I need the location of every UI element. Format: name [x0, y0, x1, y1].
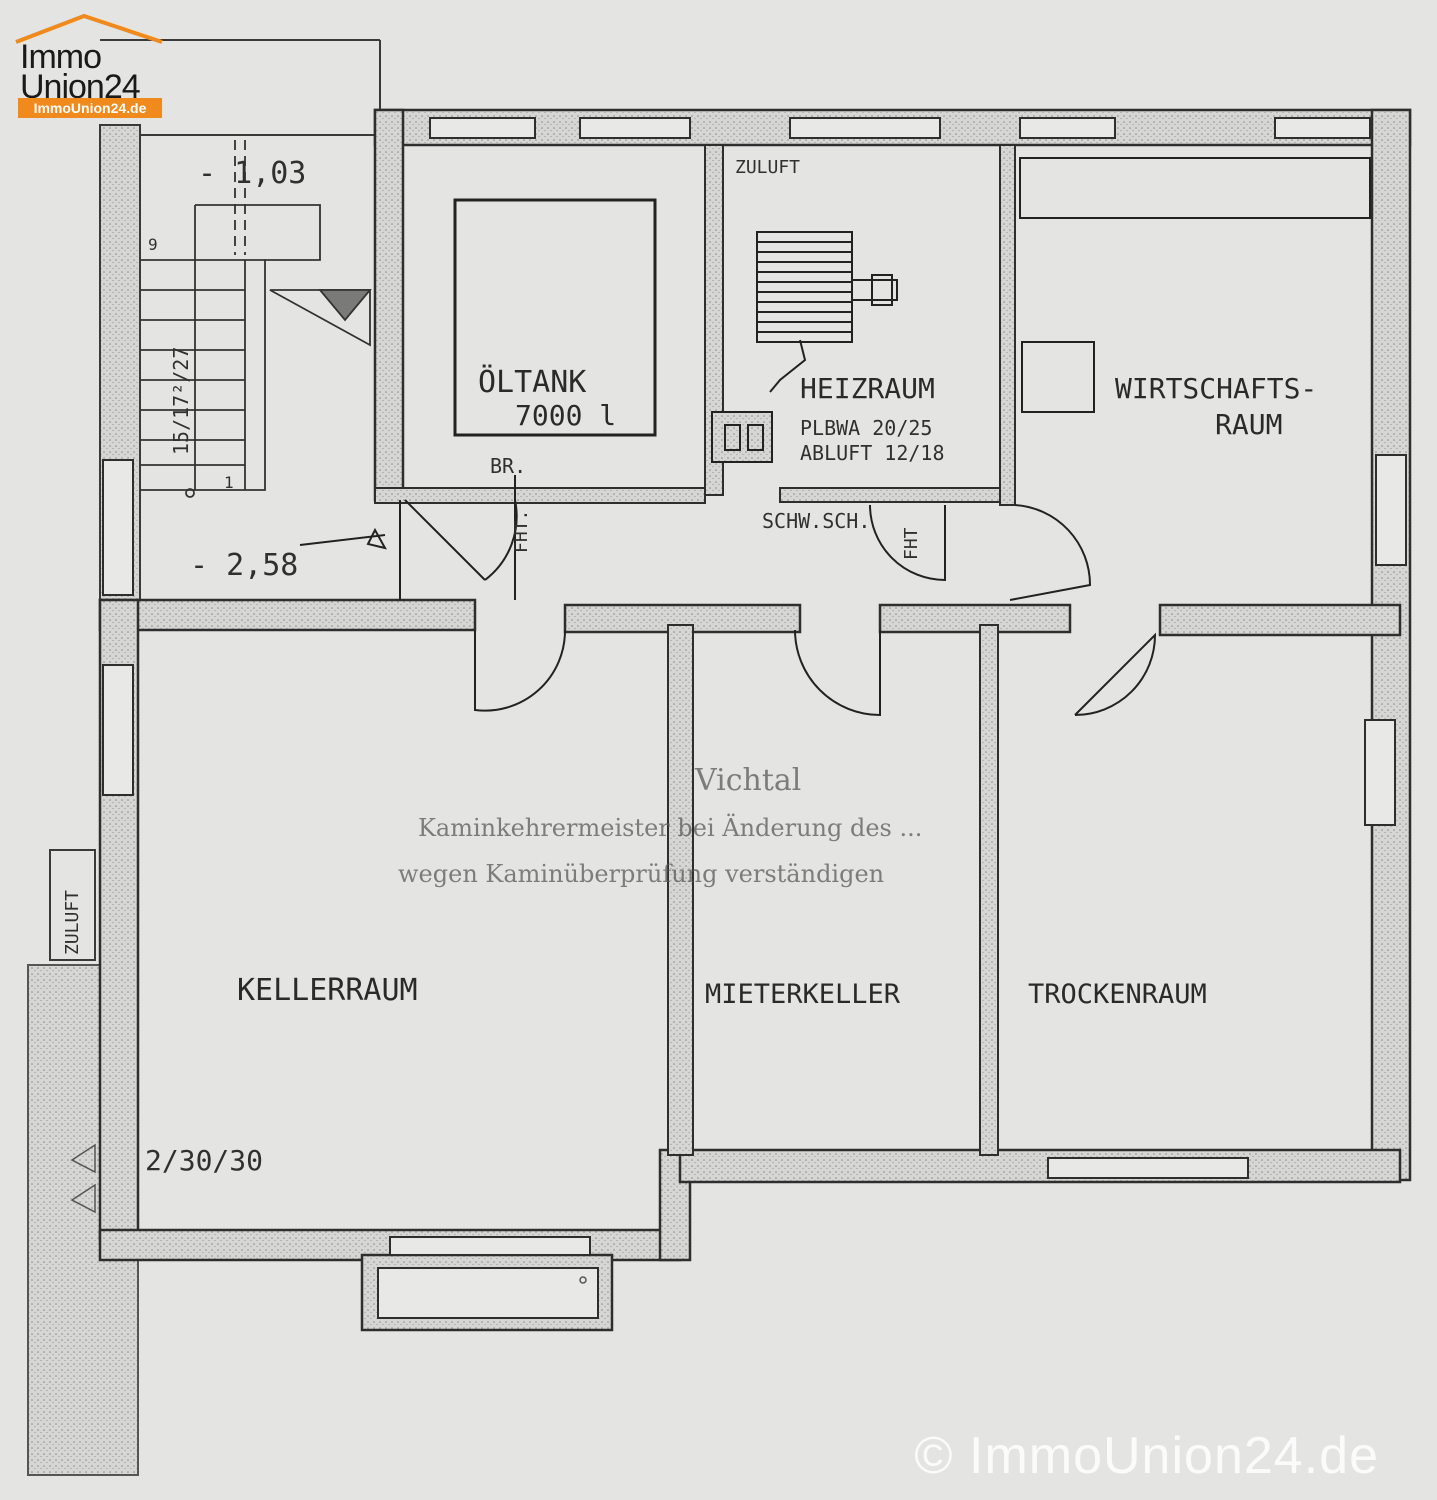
fht-label-1: FHT.: [511, 510, 532, 553]
doors: [299, 475, 1157, 717]
staircase: [140, 140, 372, 498]
room-label-kellerraum: KELLERRAUM: [237, 973, 418, 1008]
keller-dimension: 2/30/30: [145, 1144, 263, 1177]
oil-tank: [453, 198, 657, 437]
stamp-line-2: Kaminkehrermeister bei Änderung des ...: [418, 813, 922, 842]
level-top: - 1,03: [198, 156, 306, 191]
stair-spec: 15/17²/27: [169, 347, 193, 455]
oeltank-volume: 7000 l: [515, 399, 616, 432]
stamp-line-1: Vichtal: [694, 763, 801, 798]
room-label-oeltank: ÖLTANK: [478, 364, 586, 400]
logo-wordmark: Immo Union24: [20, 40, 141, 104]
br-label: BR.: [490, 454, 526, 478]
zuluft-top-label: ZULUFT: [735, 157, 800, 178]
interior-walls: [374, 144, 1016, 1156]
stair-number-bottom: 1: [224, 473, 234, 492]
room-label-wirtschaftsraum-1: WIRTSCHAFTS-: [1115, 372, 1317, 405]
windows: [102, 117, 1407, 1319]
stamp-line-3: wegen Kaminüberprüfung verständigen: [398, 860, 884, 888]
exterior-marks: [70, 1143, 587, 1284]
logo-url: ImmoUnion24.de: [18, 98, 162, 118]
room-label-trockenraum: TROCKENRAUM: [1028, 979, 1207, 1010]
boiler: [711, 231, 898, 463]
watermark: © ImmoUnion24.de: [914, 1427, 1379, 1485]
stair-number-top: 9: [148, 235, 158, 254]
logo-line-1: Immo: [20, 38, 102, 76]
room-label-heizraum: HEIZRAUM: [800, 372, 935, 405]
heizraum-note-2: ABLUFT 12/18: [800, 441, 945, 465]
utility-fixtures: [1019, 157, 1371, 413]
immounion24-logo: Immo Union24 ImmoUnion24.de: [14, 12, 164, 124]
room-label-wirtschaftsraum-2: RAUM: [1215, 408, 1282, 441]
level-bottom: - 2,58: [190, 548, 298, 583]
house-roof-icon: [15, 13, 163, 44]
heizraum-note-1: PLBWA 20/25: [800, 416, 932, 440]
fht-label-2: FHT: [901, 527, 922, 560]
schwsch-label: SCHW.SCH.: [762, 509, 870, 533]
zuluft-side-label: ZULUFT: [62, 890, 83, 955]
outer-walls: [98, 108, 1412, 1332]
room-label-mieterkeller: MIETERKELLER: [705, 979, 901, 1010]
